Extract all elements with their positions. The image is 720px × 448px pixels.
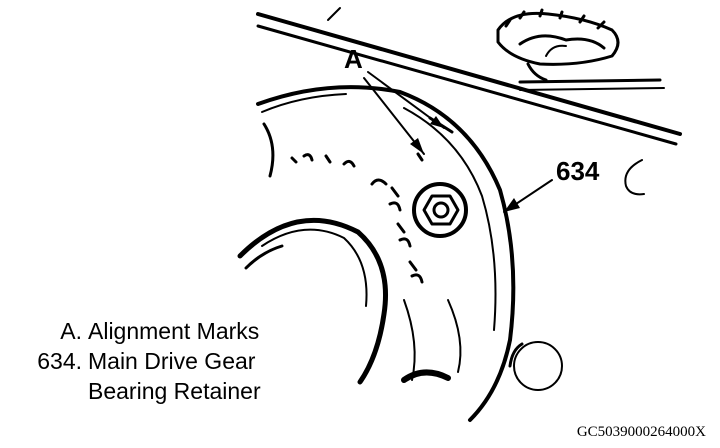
small-port	[513, 341, 563, 391]
legend-item-continuation: Bearing Retainer	[18, 376, 261, 406]
alignment-marks	[290, 152, 424, 284]
legend: A. Alignment Marks 634. Main Drive Gear …	[18, 316, 261, 406]
arrowhead-icon	[430, 116, 444, 128]
legend-text: Bearing Retainer	[88, 378, 261, 404]
arrowhead-icon	[410, 138, 424, 154]
lower-bracket	[401, 369, 451, 383]
callout-a-leaders	[363, 71, 445, 155]
legend-item-alignment-marks: A. Alignment Marks	[18, 316, 261, 346]
shift-component	[496, 8, 620, 82]
figure-code: GC5039000264000X	[576, 424, 706, 440]
callout-label-a: A	[344, 44, 363, 74]
legend-key: A.	[60, 318, 82, 344]
reference-arc	[624, 159, 645, 196]
arrowhead-icon	[504, 198, 520, 212]
legend-key: 634.	[37, 348, 82, 374]
callout-label-634: 634	[556, 156, 600, 186]
case-edge	[256, 7, 682, 146]
legend-text: Alignment Marks	[88, 318, 260, 344]
bearing-retainer-634	[256, 85, 516, 422]
housing-opening	[237, 122, 462, 385]
legend-item-main-drive-gear: 634. Main Drive Gear	[18, 346, 261, 376]
retainer-bolt	[412, 182, 468, 238]
legend-text: Main Drive Gear	[88, 348, 256, 374]
